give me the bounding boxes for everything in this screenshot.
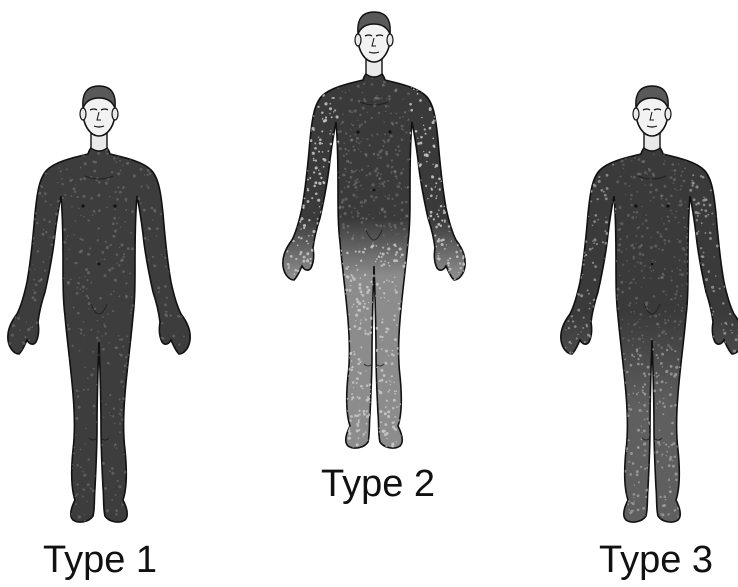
figure-type-2 (280, 4, 468, 450)
figure-type-3 (558, 78, 738, 524)
head (80, 86, 118, 151)
head (355, 12, 393, 77)
label-type-2: Type 2 (298, 462, 458, 506)
body-silhouette (561, 140, 738, 522)
figure-type-1 (5, 78, 193, 524)
head (633, 86, 671, 151)
label-type-1: Type 1 (20, 538, 180, 582)
body-silhouette (283, 66, 465, 448)
label-type-3: Type 3 (576, 538, 736, 582)
body-silhouette (8, 140, 190, 522)
